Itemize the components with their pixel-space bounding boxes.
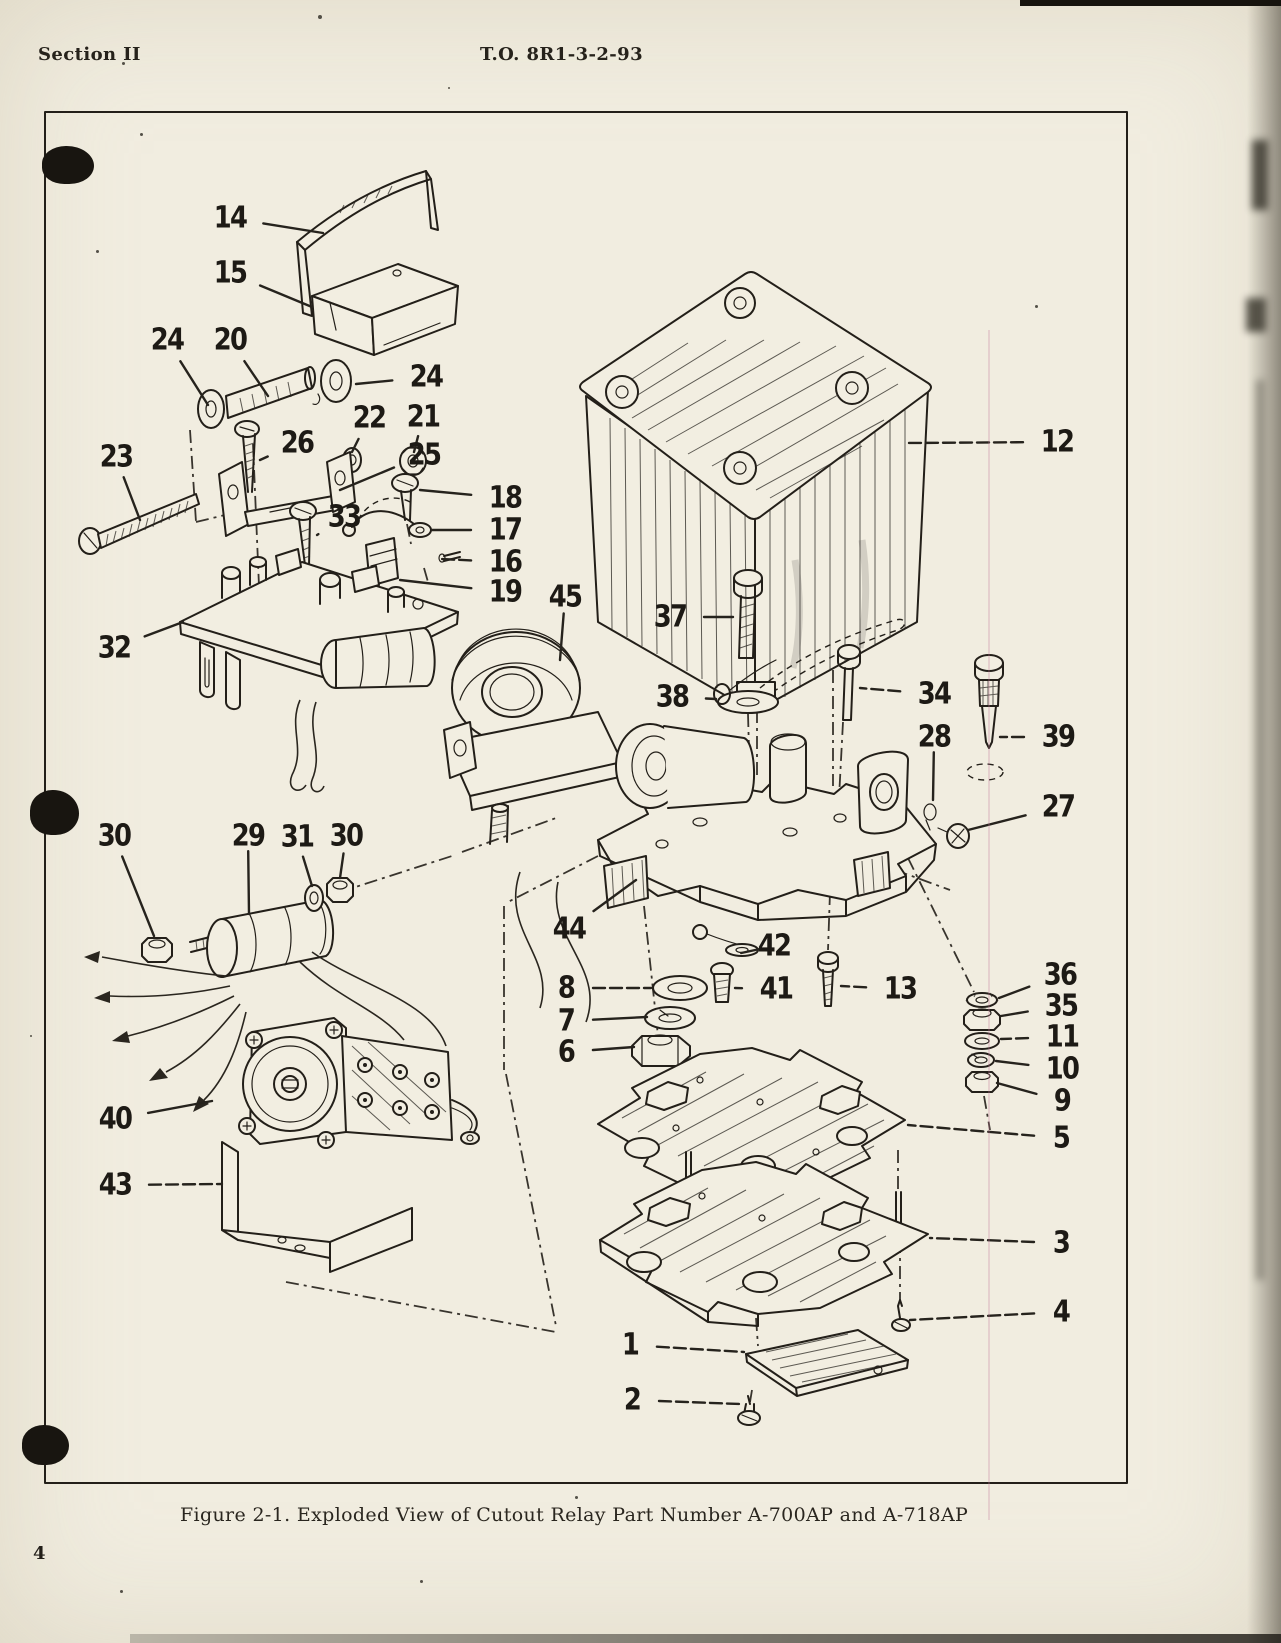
scan-speck [122,62,125,65]
part-screw-26 [234,420,260,493]
leader-35 [999,1010,1029,1018]
leader-29 [246,850,251,916]
leader-11 [999,1036,1030,1041]
scan-edge-band [1247,0,1281,1643]
figure-caption: Figure 2-1. Exploded View of Cutout Rela… [180,1504,969,1526]
leader-30 [120,855,156,938]
part-nameplate-1 [737,1329,909,1426]
part-motor-40 [238,1017,480,1149]
part-gasket-5 [597,1047,906,1199]
to-number: T.O. 8R1-3-2-93 [480,44,644,65]
part-screw-23 [78,493,200,555]
punch-hole-mark [22,1425,69,1465]
leader-31 [301,855,314,888]
leader-45 [558,612,565,662]
leader-40 [146,1099,214,1115]
leader-33 [315,532,320,537]
leader-5 [906,1123,1036,1137]
leader-24 [179,360,210,407]
part-pin-20-washers-24 [197,359,352,429]
leader-38 [704,697,718,701]
page-number: 4 [33,1543,46,1564]
leader-9 [995,1081,1038,1096]
scan-speck [120,1590,123,1593]
leader-10 [994,1059,1030,1067]
scan-edge-smudge [1246,298,1266,332]
leader-15 [258,284,314,309]
leader-26 [258,455,269,462]
leader-21 [412,434,420,454]
leader-24 [354,379,394,386]
leader-36 [997,985,1031,1000]
leader-28 [931,751,935,802]
part-board-32 [179,548,459,793]
scan-speck [420,1580,423,1583]
scan-edge-smudge [1252,140,1268,210]
part-plate-3 [599,1151,929,1332]
leader-14 [262,222,325,235]
part-bracket-25 [218,451,356,537]
leader-23 [122,476,142,522]
section-label: Section II [38,44,141,65]
punch-hole-mark [30,790,79,835]
leader-3 [928,1236,1036,1244]
part-screw-37-washer-38 [713,569,906,714]
part-capacitor-29 [84,871,591,1112]
leader-42 [740,947,762,955]
leader-1 [655,1345,746,1354]
leader-19 [398,578,473,590]
leader-lines [120,222,1038,1406]
scan-top-line [1020,0,1281,6]
leader-34 [858,686,902,693]
scan-bottom-band [130,1634,1281,1643]
scan-speck [30,1035,32,1037]
leader-43 [147,1182,224,1186]
leader-30 [338,852,345,880]
part-stack-8-7-6 [631,975,708,1067]
leader-25 [338,466,396,492]
leader-27 [966,814,1027,832]
leader-7 [591,1015,649,1021]
punch-hole-mark [42,146,94,184]
scan-speck [448,87,450,89]
part-cover-15 [311,263,459,356]
scan-speck [575,1496,578,1499]
scan-edge-smudge [1256,380,1264,1280]
part-cover-12 [579,271,932,713]
part-coil-45 [443,628,625,845]
part-bracket-43 [221,1141,413,1273]
leader-2 [657,1399,742,1406]
leader-6 [591,1045,636,1052]
leader-32 [143,620,185,638]
leader-12 [904,441,1025,445]
part-frame-44 [597,723,937,921]
part-clip-42-screw-41 [692,924,759,1003]
scan-speck [318,15,322,19]
leader-16 [438,557,473,562]
scan-speck [96,250,99,253]
leader-22 [350,437,360,454]
leader-44 [592,878,638,913]
leader-20 [243,360,270,398]
scan-pink-line [988,330,990,1520]
scan-speck [140,133,143,136]
part-stack-36-35-11-10-9 [963,992,1001,1093]
scan-speck [1035,305,1038,308]
leader-18 [418,488,473,496]
leader-4 [908,1312,1036,1322]
part-strap-14 [296,170,439,317]
leader-13 [839,984,868,989]
part-fasteners-right [817,644,1004,1007]
figure-border [44,111,1128,1484]
